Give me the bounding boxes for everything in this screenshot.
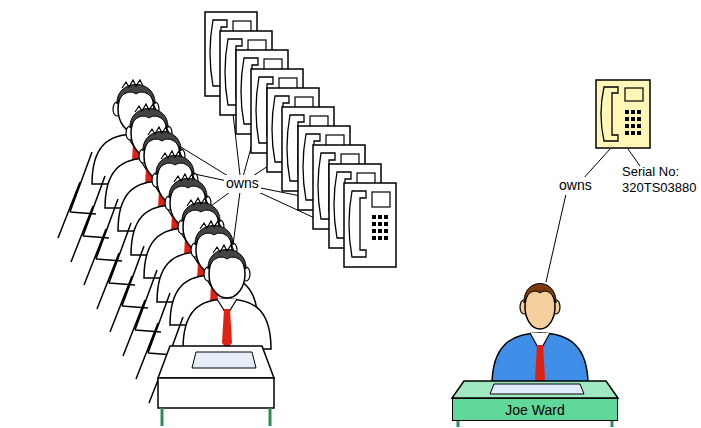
desk-paper xyxy=(192,352,256,368)
phone-screen xyxy=(625,88,643,101)
leader-line xyxy=(628,149,640,166)
desk-paper xyxy=(490,384,584,394)
hair xyxy=(524,284,556,304)
crowd-desk xyxy=(158,346,274,426)
relation-label: owns xyxy=(224,175,261,193)
phone-stack xyxy=(205,12,396,267)
desk-top xyxy=(158,346,274,378)
keypad xyxy=(372,215,388,240)
desk-top xyxy=(452,381,618,398)
handset xyxy=(601,87,618,141)
crowd xyxy=(58,80,271,403)
leader-line xyxy=(582,149,610,180)
joe-person xyxy=(492,284,588,386)
keypad xyxy=(625,110,641,135)
desk-front xyxy=(158,378,274,408)
node-label: Joe Ward xyxy=(505,402,564,418)
desk-nameplate: Joe Ward xyxy=(452,398,618,421)
leader-line xyxy=(546,194,566,282)
relation-label: owns xyxy=(557,177,594,195)
desk-leg xyxy=(162,408,270,426)
phone xyxy=(344,183,396,267)
tie xyxy=(535,345,545,385)
serial-number: Serial No: 320TS03880 xyxy=(622,164,700,197)
phone-body xyxy=(596,80,650,148)
person-body xyxy=(492,333,588,385)
joe-phone xyxy=(596,80,650,148)
desk-leg xyxy=(458,420,612,427)
